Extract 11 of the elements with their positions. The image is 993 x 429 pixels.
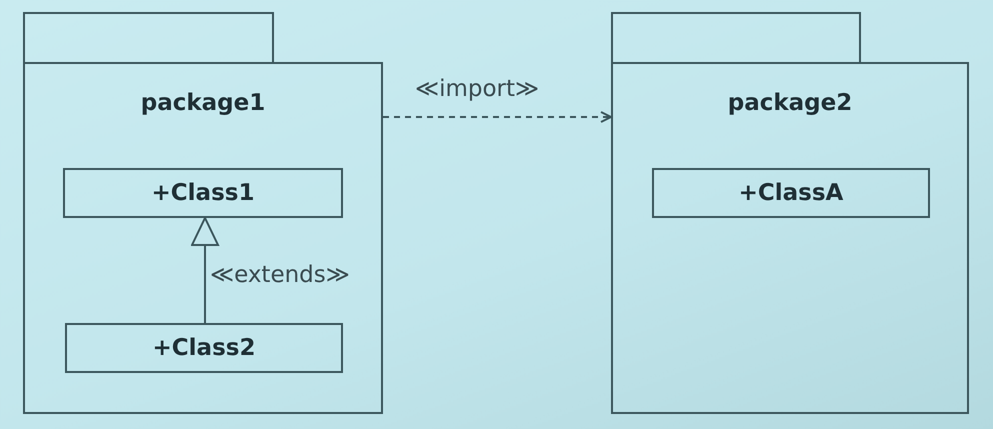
arrow xyxy=(383,111,612,123)
edge-label: ≪import≫ xyxy=(415,76,540,102)
package-frame xyxy=(611,12,969,414)
class-box: +Class1 xyxy=(63,168,343,218)
arrow xyxy=(191,217,219,323)
package-name: package1 xyxy=(140,90,266,116)
edge-label: ≪extends≫ xyxy=(210,262,350,288)
package-frame xyxy=(23,12,383,414)
class-box: +Class2 xyxy=(65,323,343,373)
package-name: package2 xyxy=(726,90,854,116)
class-box: +ClassA xyxy=(652,168,930,218)
